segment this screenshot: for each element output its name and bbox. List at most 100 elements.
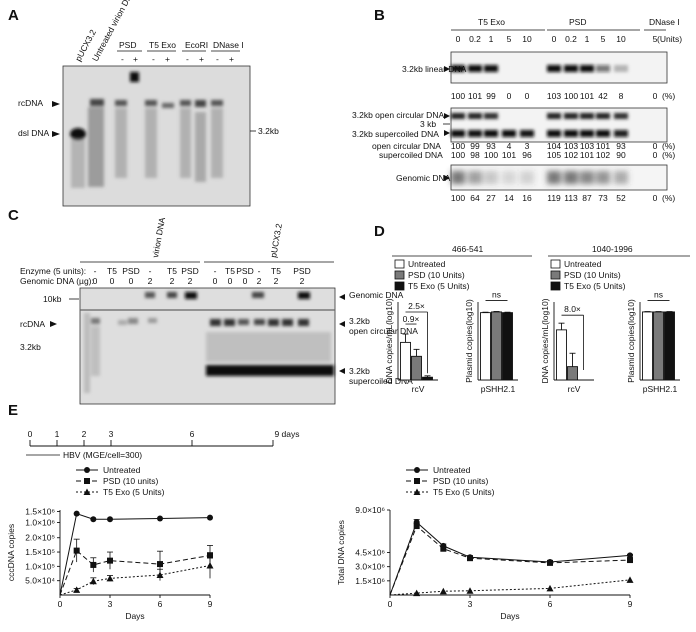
oc-value: 103: [564, 141, 578, 151]
ns-annotation: ns: [654, 290, 663, 300]
series-line: [59, 549, 211, 596]
legend-swatch: [550, 259, 561, 269]
x-axis-label: Days: [500, 611, 519, 621]
fold-annotation: 8.0×: [564, 304, 581, 314]
unit-value: 1: [585, 34, 590, 44]
legend-marker: [83, 488, 91, 495]
data-point: [440, 545, 447, 552]
genomic-band: [547, 171, 561, 184]
data-point: [90, 561, 97, 568]
gel1-value: 0: [525, 91, 530, 101]
enzyme-cell: -: [258, 266, 261, 276]
panel-a-gel: pUCX3.2 Untreated virion DNA PSD T5 Exo …: [18, 0, 279, 207]
y-axis-label: Plasmid copies(log10): [626, 299, 636, 383]
genomic-cell: 0: [228, 276, 233, 286]
pct-4: (%): [662, 193, 675, 203]
lane-label-t5exo: T5 Exo: [149, 40, 176, 50]
data-point: [106, 574, 114, 582]
data-point: [90, 516, 97, 523]
label-c-sc-size: 3.2kb: [349, 366, 370, 376]
mark-ecori-plus: +: [199, 54, 204, 64]
y-tick-label: 1.0×10⁶: [25, 518, 55, 528]
genomic-cell: 0: [93, 276, 98, 286]
linear-dna-band: [564, 65, 578, 72]
genomic-cell: 2: [257, 276, 262, 286]
series-line: [389, 521, 631, 596]
genomic-band: [520, 171, 534, 184]
data-point: [89, 577, 97, 585]
enzyme-cell: T5: [225, 266, 235, 276]
pct-3: (%): [662, 150, 675, 160]
x-axis-label: pSHH2.1: [643, 384, 678, 394]
open-circular-band: [614, 113, 628, 119]
supercoiled-band: [564, 130, 578, 137]
genomic-band: [502, 171, 516, 184]
mark-t5-plus: +: [165, 54, 170, 64]
legend-entry: Untreated: [564, 259, 602, 269]
timeline-tick-label: 9 days: [274, 429, 299, 439]
y-tick-label: 9.0×10⁶: [355, 505, 385, 515]
x-tick-label: 3: [468, 599, 473, 609]
open-circular-band: [547, 113, 561, 119]
gel3-value: 52: [616, 193, 626, 203]
open-circular-band: [484, 113, 498, 119]
gel1-value: 103: [547, 91, 561, 101]
y-tick-label: 1.0×10⁵: [25, 561, 55, 571]
gel3-value: 27: [486, 193, 496, 203]
bar: [664, 311, 675, 381]
open-circular-band: [451, 113, 465, 119]
label-rcdna: rcDNA: [18, 98, 43, 108]
sc-value: 90: [616, 150, 626, 160]
series-line: [389, 579, 631, 596]
y-axis-label: DNA copies/mL(log10): [384, 298, 394, 383]
gel3-value: 0: [653, 193, 658, 203]
enzyme-cell: PSD: [293, 266, 310, 276]
enzyme-row-label: Enzyme (5 units):: [20, 266, 86, 276]
group-virion: virion DNA: [150, 216, 167, 258]
linear-dna-band: [547, 65, 561, 72]
legend-swatch: [394, 281, 405, 291]
legend-swatch: [394, 270, 405, 280]
oc-value: 93: [486, 141, 496, 151]
unit-label: (Units): [657, 34, 682, 44]
gel2-sc-label: 3.2kb supercoiled DNA: [352, 129, 439, 139]
legend-marker: [413, 488, 421, 495]
supercoiled-band: [484, 130, 498, 137]
unit-value: 5: [507, 34, 512, 44]
mark-dnase-plus: +: [229, 54, 234, 64]
linear-dna-band: [614, 65, 628, 72]
bar: [422, 376, 433, 381]
label-c-sc: supercoiled DNA: [349, 376, 413, 386]
oc-value: 101: [596, 141, 610, 151]
data-point: [547, 559, 553, 566]
gel3-value: 16: [522, 193, 532, 203]
data-point: [439, 587, 447, 595]
x-axis-label: Days: [125, 611, 144, 621]
y-tick-label: 4.5×10⁶: [355, 548, 385, 558]
timeline-tick-label: 3: [109, 429, 114, 439]
legend-entry: T5 Exo (5 Units): [433, 487, 495, 497]
data-point: [546, 584, 554, 592]
x-axis-label: rcV: [412, 384, 425, 394]
data-point: [73, 586, 81, 593]
data-point: [466, 587, 474, 594]
sc-value: 96: [522, 150, 532, 160]
lane-label-dnase: DNase I: [213, 40, 244, 50]
label-c-rcdna: rcDNA: [20, 319, 45, 329]
mark-t5-minus: -: [152, 54, 155, 64]
x-tick-label: 9: [628, 599, 633, 609]
gel1-label: 3.2kb linear DNA: [402, 64, 467, 74]
data-point: [626, 576, 634, 583]
oc-value: 100: [451, 141, 465, 151]
enzyme-cell: T5: [107, 266, 117, 276]
genomic-cell: 2: [148, 276, 153, 286]
legend-marker: [84, 478, 90, 484]
y-axis-label: DNA copies/mL(log10): [540, 298, 550, 383]
x-tick-label: 0: [388, 599, 393, 609]
genomic-band: [614, 171, 628, 184]
